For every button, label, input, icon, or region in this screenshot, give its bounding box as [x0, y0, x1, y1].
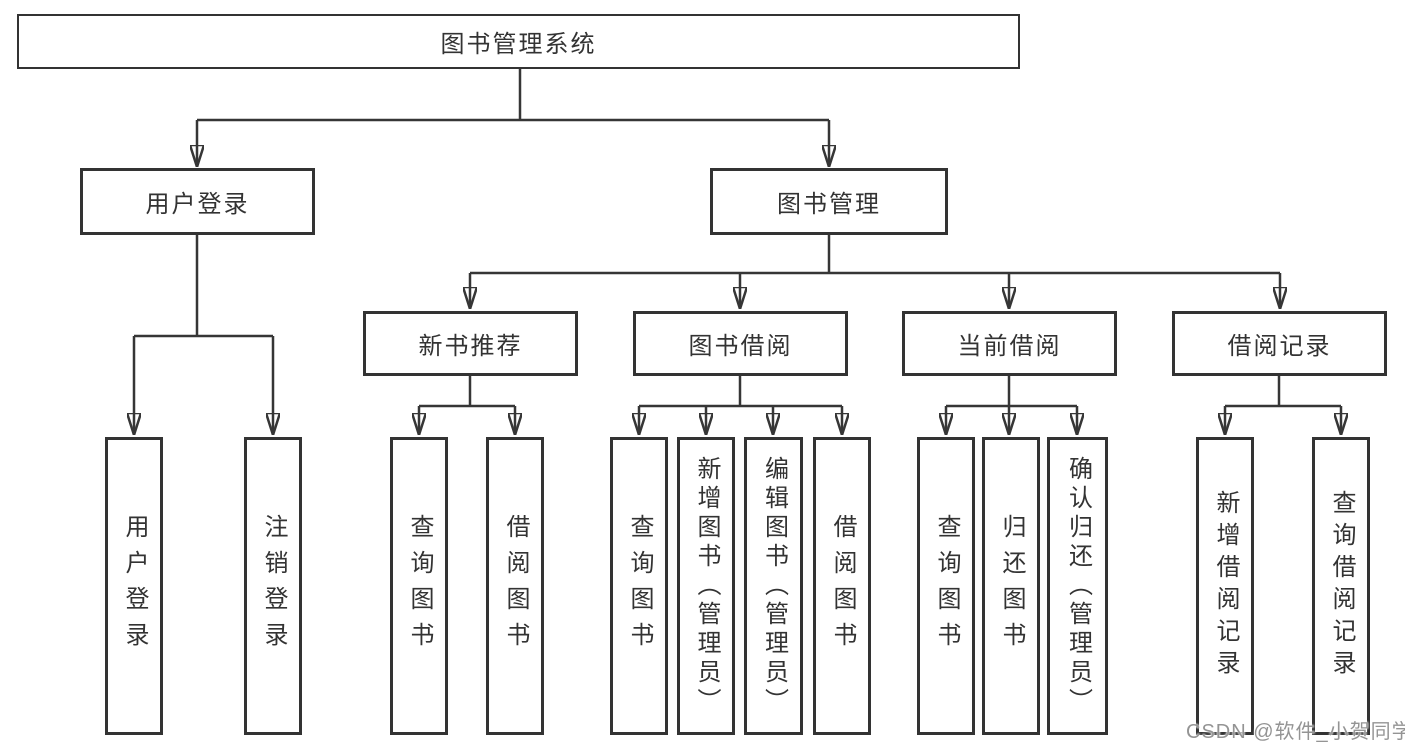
node-leaf-edit-book-admin: 编辑图书（管理员） — [744, 437, 803, 735]
node-leaf-query-borrow-record: 查询借阅记录 — [1312, 437, 1370, 735]
node-new-book-recommendation: 新书推荐 — [363, 311, 578, 376]
node-leaf-query-books-current: 查询图书 — [917, 437, 975, 735]
node-label: 注销登录 — [260, 514, 287, 658]
node-label: 查询借阅记录 — [1328, 490, 1355, 682]
node-label: 用户登录 — [121, 514, 148, 658]
node-label: 新增借阅记录 — [1212, 490, 1239, 682]
csdn-watermark: CSDN @软件_小贺同学 — [1186, 721, 1405, 743]
connector-user-login-branch — [134, 235, 273, 435]
node-leaf-user-login: 用户登录 — [105, 437, 163, 735]
node-label: 借阅记录 — [1227, 333, 1332, 360]
node-label: 归还图书 — [998, 514, 1025, 658]
node-user-login: 用户登录 — [80, 168, 315, 235]
node-label: 查询图书 — [626, 514, 653, 658]
node-label: 确认归还（管理员） — [1064, 455, 1092, 717]
node-current-borrowing: 当前借阅 — [902, 311, 1117, 376]
connector-book-management-to-level2 — [470, 235, 1280, 309]
node-leaf-logout: 注销登录 — [244, 437, 302, 735]
node-book-management: 图书管理 — [710, 168, 948, 235]
node-library-management-system: 图书管理系统 — [17, 14, 1020, 69]
connector-borrowing-records-branch — [1225, 376, 1341, 435]
node-label: 图书管理系统 — [440, 31, 597, 58]
node-leaf-add-borrow-record: 新增借阅记录 — [1196, 437, 1254, 735]
node-leaf-return-books: 归还图书 — [982, 437, 1040, 735]
node-label: 图书管理 — [777, 191, 881, 218]
node-label: 当前借阅 — [957, 333, 1062, 360]
connector-book-borrowing-branch — [639, 376, 842, 435]
node-label: 查询图书 — [933, 514, 960, 658]
node-leaf-query-books-recommend: 查询图书 — [390, 437, 448, 735]
node-label: 编辑图书（管理员） — [760, 455, 788, 717]
node-label: 查询图书 — [406, 514, 433, 658]
node-leaf-add-book-admin: 新增图书（管理员） — [677, 437, 735, 735]
node-leaf-query-books-borrowing: 查询图书 — [610, 437, 668, 735]
node-borrowing-records: 借阅记录 — [1172, 311, 1387, 376]
node-leaf-borrow-books: 借阅图书 — [813, 437, 871, 735]
node-book-borrowing: 图书借阅 — [633, 311, 848, 376]
node-label: 借阅图书 — [502, 514, 529, 658]
node-label: 借阅图书 — [829, 514, 856, 658]
node-label: 新增图书（管理员） — [693, 455, 720, 717]
connector-current-borrowing-branch — [946, 376, 1077, 435]
node-label: 图书借阅 — [688, 333, 793, 360]
node-label: 用户登录 — [145, 191, 250, 218]
node-leaf-confirm-return-admin: 确认归还（管理员） — [1047, 437, 1108, 735]
connector-root-to-level1 — [197, 69, 829, 167]
connector-new-book-recommendation-branch — [419, 376, 515, 435]
node-label: 新书推荐 — [418, 333, 523, 360]
node-leaf-borrow-books-recommend: 借阅图书 — [486, 437, 544, 735]
